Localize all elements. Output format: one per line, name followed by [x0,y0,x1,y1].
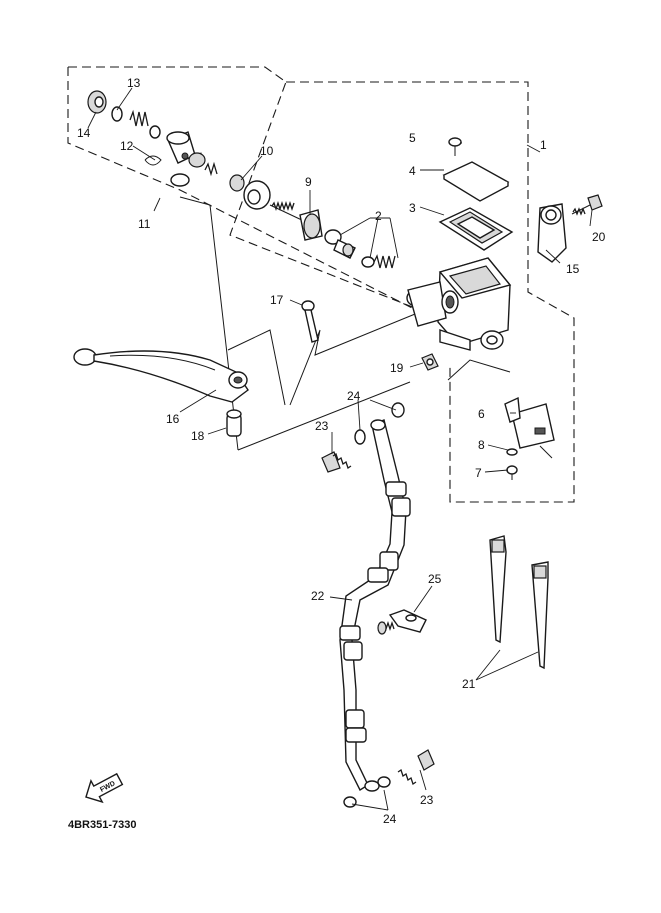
part-21-cable-ties [489,535,549,670]
callout-16: 16 [166,412,180,426]
callout-15: 15 [566,262,580,276]
callout-13: 13 [127,76,141,90]
callout-7: 7 [475,466,482,480]
callout-20: 20 [592,230,606,244]
part-18-collar [226,409,242,437]
callout-12: 12 [120,139,134,153]
part-13-washer [111,106,123,122]
callout-17: 17 [270,293,284,307]
part-13-springs [129,109,161,139]
callout-4: 4 [409,164,416,178]
part-24-gasket-upper [354,402,405,445]
part-code: 4BR351-7330 [68,819,137,831]
callout-18: 18 [191,429,205,443]
fwd-arrow-icon: FWD [85,772,124,804]
part-14-nut [87,90,107,114]
callout-24-lower: 24 [383,812,397,826]
callout-22: 22 [311,589,325,603]
part-12-piston [144,131,218,187]
callout-21: 21 [462,677,476,691]
callout-8: 8 [478,438,485,452]
part-6-brake-switch [504,396,555,459]
callout-3: 3 [409,201,416,215]
callout-9: 9 [305,175,312,189]
callout-19: 19 [390,361,404,375]
callout-25: 25 [428,572,442,586]
part-23-union-bolt-upper [321,451,352,473]
part-10-nut [229,174,271,210]
part-7-screw [506,465,518,480]
part-4-cap [442,161,510,202]
part-9-pushrod [269,200,323,241]
part-17-pivot-bolt [301,300,319,343]
callout-24-upper: 24 [347,389,361,403]
part-19-nut [421,353,439,371]
callout-2: 2 [375,209,382,223]
callout-5: 5 [409,131,416,145]
part-15-holder [537,203,567,263]
part-5-screw [448,137,462,156]
lever-link-line [179,196,411,451]
part-25-bracket [377,609,427,635]
pivot-link-line [289,311,421,406]
callout-labels: 1 2 3 4 5 6 7 8 9 10 11 12 13 14 15 16 1… [77,76,606,826]
part-23-union-bolt-lower [397,749,435,786]
part-3-diaphragm [438,207,514,251]
part-22-brake-hose [339,419,411,792]
part-20-bolt [571,194,603,216]
callout-23-lower: 23 [420,793,434,807]
callout-14: 14 [77,126,91,140]
callout-11: 11 [138,217,151,231]
part-1-master-cylinder [406,257,512,351]
callout-6: 6 [478,407,485,421]
callout-23-upper: 23 [315,419,329,433]
assembly-outline-1 [286,81,575,503]
callout-1: 1 [540,138,547,152]
callout-10: 10 [260,144,274,158]
assembly-outline-11 [68,66,421,311]
part-2-piston-kit [324,229,396,269]
group-outlines [67,66,575,503]
leader-lines [87,87,593,811]
switch-link-line [447,359,511,381]
part-16-lever [73,348,249,403]
part-8-washer [506,448,518,456]
